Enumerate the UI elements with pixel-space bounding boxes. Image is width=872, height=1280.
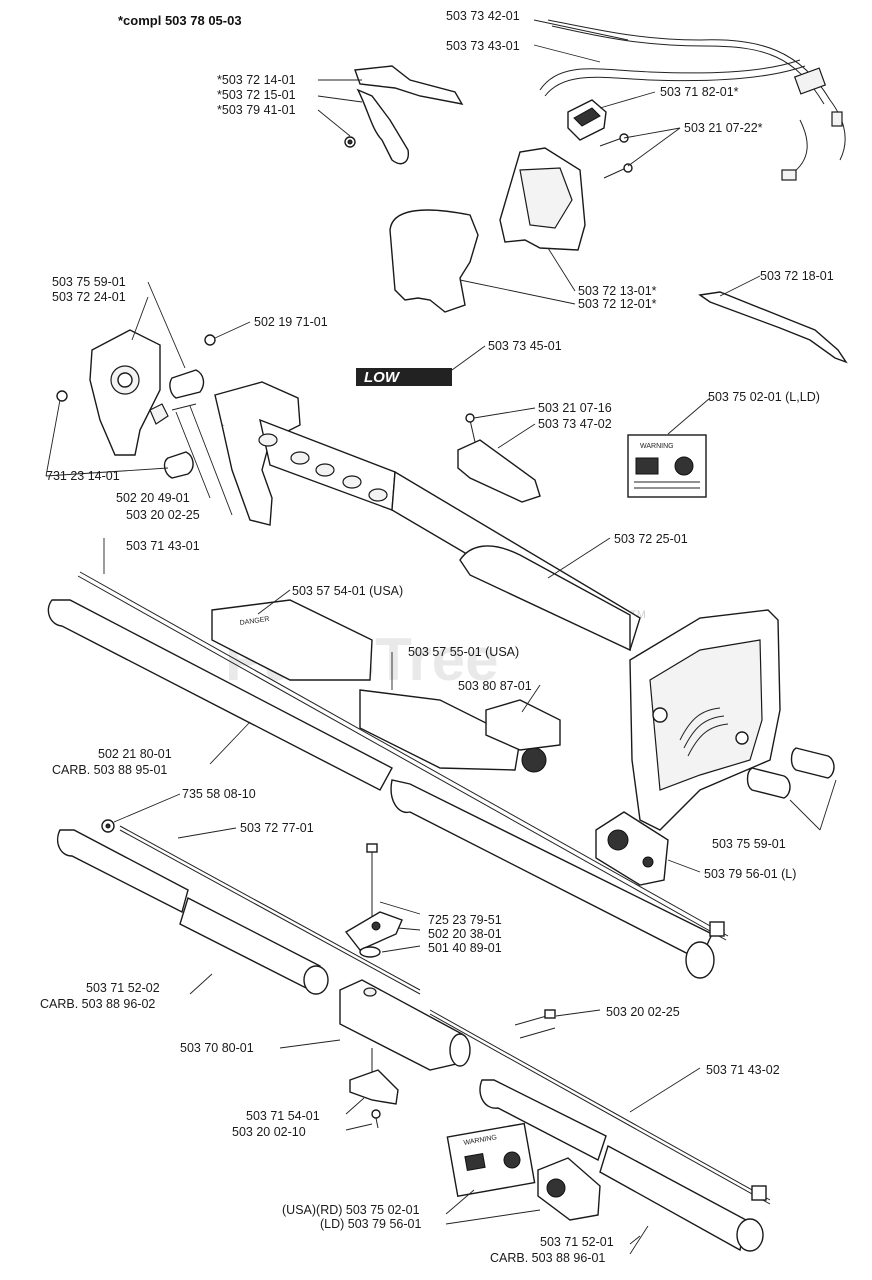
warning-decal-top: WARNING: [627, 434, 707, 498]
handle-clamp: [457, 413, 541, 503]
part-label-p29[interactable]: 503 72 77-01: [240, 821, 314, 835]
handle-bracket: [56, 329, 216, 479]
part-label-p09[interactable]: 503 72 12-01*: [578, 297, 657, 311]
outer-tube-lower-right: [479, 1079, 767, 1252]
part-label-p35[interactable]: 503 71 52-02: [86, 981, 160, 995]
bottom-decals: WARNING: [446, 1122, 601, 1221]
part-label-p19[interactable]: 502 20 49-01: [116, 491, 190, 505]
part-label-p45[interactable]: CARB. 503 88 96-01: [490, 1251, 605, 1265]
low-decal: LOW: [356, 368, 452, 386]
part-label-p38[interactable]: 503 70 80-01: [180, 1041, 254, 1055]
part-label-p08[interactable]: 503 72 13-01*: [578, 284, 657, 298]
low-decal-text: LOW: [364, 369, 401, 386]
leader-lines: [45, 19, 837, 1255]
part-label-p31[interactable]: 503 79 56-01 (L): [704, 867, 796, 881]
washer: [101, 819, 115, 833]
part-label-p10[interactable]: 503 72 18-01: [760, 269, 834, 283]
tube-coupling: [339, 979, 471, 1071]
drive-cable-upper: [77, 571, 729, 941]
part-label-p17[interactable]: 503 75 02-01 (L,LD): [708, 390, 820, 404]
vibration-dampers-right: [746, 747, 835, 799]
wire-harness: [539, 19, 846, 181]
throttle-trigger: [344, 65, 464, 165]
part-label-p20[interactable]: 503 20 02-25: [126, 508, 200, 522]
part-label-p43[interactable]: (LD) 503 79 56-01: [320, 1217, 422, 1231]
engine-mount-housing: [629, 609, 781, 831]
part-label-p06[interactable]: 503 71 82-01*: [660, 85, 739, 99]
part-label-p14[interactable]: 503 73 45-01: [488, 339, 562, 353]
part-label-p15[interactable]: 503 21 07-16: [538, 401, 612, 415]
part-label-p16[interactable]: 503 73 47-02: [538, 417, 612, 431]
part-label-p30[interactable]: 503 75 59-01: [712, 837, 786, 851]
part-labels: *compl 503 78 05-03 503 73 42-01 503 73 …: [40, 9, 834, 1265]
stop-switch: [567, 99, 607, 141]
shaft-decals: DANGER: [211, 599, 561, 773]
part-label-p37[interactable]: 503 20 02-25: [606, 1005, 680, 1019]
drive-tube-upper: [391, 470, 641, 652]
part-label-p33[interactable]: 502 20 38-01: [428, 927, 502, 941]
part-label-p22[interactable]: 503 72 25-01: [614, 532, 688, 546]
throttle-rod: [698, 291, 848, 364]
part-label-p24[interactable]: 503 57 55-01 (USA): [408, 645, 519, 659]
outer-tube-lower-left: [56, 829, 329, 995]
part-label-p05[interactable]: *503 79 41-01: [217, 103, 296, 117]
part-label-p39[interactable]: 503 71 43-02: [706, 1063, 780, 1077]
part-label-p27[interactable]: CARB. 503 88 95-01: [52, 763, 167, 777]
part-label-p36[interactable]: CARB. 503 88 96-02: [40, 997, 155, 1011]
part-label-p03[interactable]: *503 72 14-01: [217, 73, 296, 87]
part-label-p07[interactable]: 503 21 07-22*: [684, 121, 763, 135]
clamp-screws: [514, 1009, 556, 1039]
part-label-p44[interactable]: 503 71 52-01: [540, 1235, 614, 1249]
part-label-p12[interactable]: 503 72 24-01: [52, 290, 126, 304]
small-decal-right: [595, 811, 669, 886]
mounting-bracket: [349, 1048, 399, 1129]
part-label-p34[interactable]: 501 40 89-01: [428, 941, 502, 955]
warning-decal-top-title: WARNING: [640, 443, 674, 450]
part-label-p23[interactable]: 503 57 54-01 (USA): [292, 584, 403, 598]
part-label-p02[interactable]: 503 73 43-01: [446, 39, 520, 53]
shaft-decal-danger: DANGER: [239, 616, 270, 627]
drive-cable-lower: [119, 825, 771, 1205]
main-housing: [214, 381, 396, 526]
part-label-p40[interactable]: 503 71 54-01: [246, 1109, 320, 1123]
part-label-p28[interactable]: 735 58 08-10: [182, 787, 256, 801]
outer-tube-upper: [47, 599, 715, 979]
part-label-p41[interactable]: 503 20 02-10: [232, 1125, 306, 1139]
clamp-knob: [344, 843, 403, 958]
part-label-p18[interactable]: 731 23 14-01: [46, 469, 120, 483]
part-label-p25[interactable]: 503 80 87-01: [458, 679, 532, 693]
part-label-p26[interactable]: 502 21 80-01: [98, 747, 172, 761]
part-label-p32[interactable]: 725 23 79-51: [428, 913, 502, 927]
part-label-p04[interactable]: *503 72 15-01: [217, 88, 296, 102]
part-label-p42[interactable]: (USA)(RD) 503 75 02-01: [282, 1203, 420, 1217]
part-label-p21[interactable]: 503 71 43-01: [126, 539, 200, 553]
handle-halves: [389, 147, 586, 313]
part-label-p13[interactable]: 502 19 71-01: [254, 315, 328, 329]
part-label-p01[interactable]: 503 73 42-01: [446, 9, 520, 23]
handle-screws: [599, 133, 633, 179]
part-label-p11[interactable]: 503 75 59-01: [52, 275, 126, 289]
kit-label: *compl 503 78 05-03: [118, 13, 242, 28]
